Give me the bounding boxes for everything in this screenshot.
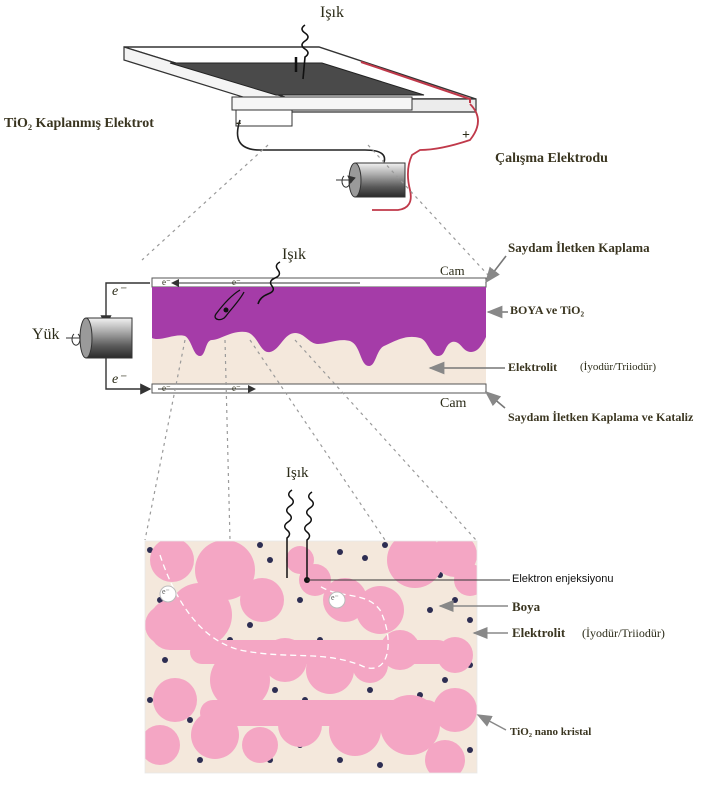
light-wave-cell: [257, 261, 281, 305]
electron-glass-top: e⁻: [162, 277, 171, 287]
cell-cross-section: [66, 255, 508, 409]
tco-label: Saydam İletken Kaplama: [508, 240, 650, 255]
dye-tio2-layer: [152, 287, 486, 366]
micro-light-label: Işık: [286, 465, 309, 481]
projection-lines-1: [141, 144, 489, 276]
electron-glass-bottom: e⁻: [162, 383, 171, 393]
glass-bottom-label: Cam: [440, 396, 467, 411]
micro-electrolyte-note: (İyodür/Triiodür): [582, 626, 665, 640]
catalyst-label: Saydam İletken Kaplama ve Kataliz: [508, 410, 694, 424]
micro-view: [145, 541, 477, 773]
dye-molecule: [214, 289, 245, 321]
tio2-nanocrystal-label: TiO₂ nano kristal: [510, 726, 592, 738]
electron-glass-bottom-2: e⁻: [232, 383, 241, 393]
projection-lines-2: [144, 339, 477, 541]
wire-negative: [236, 119, 386, 166]
electron-left-top: e⁻: [112, 284, 126, 299]
load-label: Yük: [32, 326, 60, 343]
working-electrode-label: Çalışma Elektrodu: [495, 151, 608, 166]
top-device: [123, 24, 479, 211]
glass-top-label: Cam: [440, 263, 465, 278]
micro-electron-2-label: e⁻: [331, 593, 339, 602]
light-wave-micro-2: [304, 491, 314, 578]
minus-sign: -: [236, 114, 242, 131]
dye-tio2-label: BOYA ve TiO₂: [510, 303, 585, 317]
red-contact-edge: [360, 61, 471, 103]
cell-light-label: Işık: [282, 246, 306, 263]
electron-2: [328, 591, 346, 609]
bottom-glass: [151, 383, 487, 394]
electron-glass-top-2: e⁻: [232, 277, 241, 287]
electron-1: [159, 585, 177, 603]
plus-sign: +: [462, 128, 470, 143]
micro-dye-label: Boya: [512, 599, 541, 614]
electron-left-bottom: e⁻: [112, 372, 126, 387]
dye-active-area: [169, 62, 425, 96]
top-light-label: Işık: [320, 4, 344, 21]
injection-label: Elektron enjeksiyonu: [512, 573, 614, 585]
load-icon: [85, 317, 133, 359]
electron-path: [159, 554, 389, 669]
light-wave-micro-1: [284, 489, 294, 578]
wire-positive: [372, 103, 479, 211]
micro-electron-1-label: e⁻: [162, 587, 170, 596]
motor-icon: [354, 162, 406, 198]
electrolyte-note-cell: (İyodür/Triiodür): [580, 361, 656, 373]
light-wave-top: [301, 24, 309, 80]
micro-electrolyte-label: Elektrolit: [512, 625, 566, 640]
tio2-electrode-label: TiO₂ Kaplanmış Elektrot: [4, 116, 154, 131]
electrolyte-label-cell: Elektrolit: [508, 360, 558, 374]
bottom-glass-plate: [235, 109, 293, 127]
